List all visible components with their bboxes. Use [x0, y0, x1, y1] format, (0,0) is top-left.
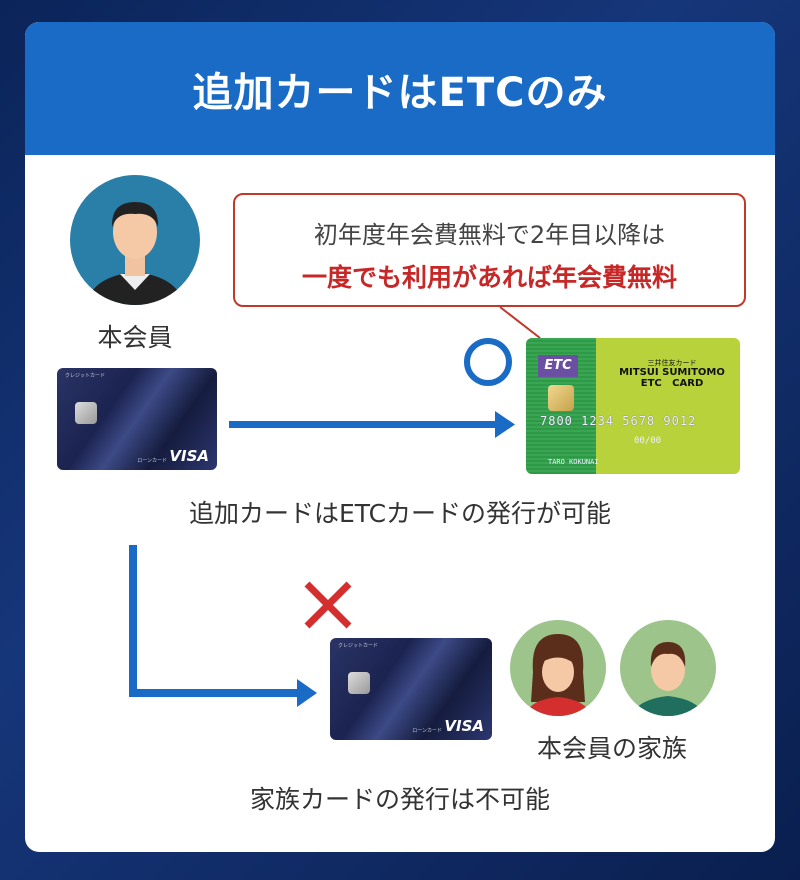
- annual-fee-callout: 初年度年会費無料で2年目以降は 一度でも利用があれば年会費無料: [233, 193, 746, 307]
- cross-icon: [304, 581, 352, 629]
- etc-issuer: 三井住友カード: [647, 359, 697, 367]
- family-avatar-female: [510, 620, 606, 716]
- visa-logo: VISA: [169, 447, 209, 465]
- card-bottom-label: ローンカード: [137, 458, 167, 464]
- card-top-label: クレジットカード: [338, 643, 379, 649]
- arrow-right-icon: [229, 411, 515, 438]
- card-bottom-label: ローンカード: [412, 728, 442, 734]
- family-avatar-male: [620, 620, 716, 716]
- graphics-layer: [70, 175, 716, 716]
- member-credit-card: クレジットカード ローンカード VISA: [57, 368, 217, 470]
- callout-line1: 初年度年会費無料で2年目以降は: [313, 221, 666, 249]
- etc-card-number: 7800 1234 5678 9012: [540, 414, 697, 428]
- family-label: 本会員の家族: [536, 734, 687, 763]
- member-label: 本会員: [97, 323, 173, 352]
- family-caption: 家族カードの発行は不可能: [249, 785, 550, 814]
- etc-logo: ETC: [538, 355, 578, 377]
- etc-card: ETC 三井住友カード MITSUI SUMITOMO ETC CARD 780…: [526, 338, 740, 474]
- visa-logo: VISA: [444, 717, 484, 735]
- family-credit-card: クレジットカード ローンカード VISA: [330, 638, 492, 740]
- etc-expiry: 00/00: [634, 436, 662, 446]
- circle-icon: [464, 338, 512, 386]
- callout-line2: 一度でも利用があれば年会費無料: [301, 263, 677, 292]
- infographic-panel: 追加カードはETCのみ: [25, 22, 775, 852]
- page-title: 追加カードはETCのみ: [25, 22, 775, 155]
- etc-name-line1: MITSUI SUMITOMO: [619, 367, 725, 378]
- chip-icon: [75, 402, 97, 424]
- etc-caption: 追加カードはETCカードの発行が可能: [188, 499, 612, 528]
- chip-icon: [348, 672, 370, 694]
- member-avatar: [70, 175, 200, 305]
- etc-holder: TARO KOKUNAI: [548, 458, 599, 466]
- chip-icon: [548, 385, 574, 411]
- card-top-label: クレジットカード: [65, 373, 106, 379]
- arrow-l-shaped-icon: [129, 545, 317, 707]
- callout-pointer: [499, 306, 541, 339]
- etc-name-line2: ETC CARD: [640, 378, 704, 389]
